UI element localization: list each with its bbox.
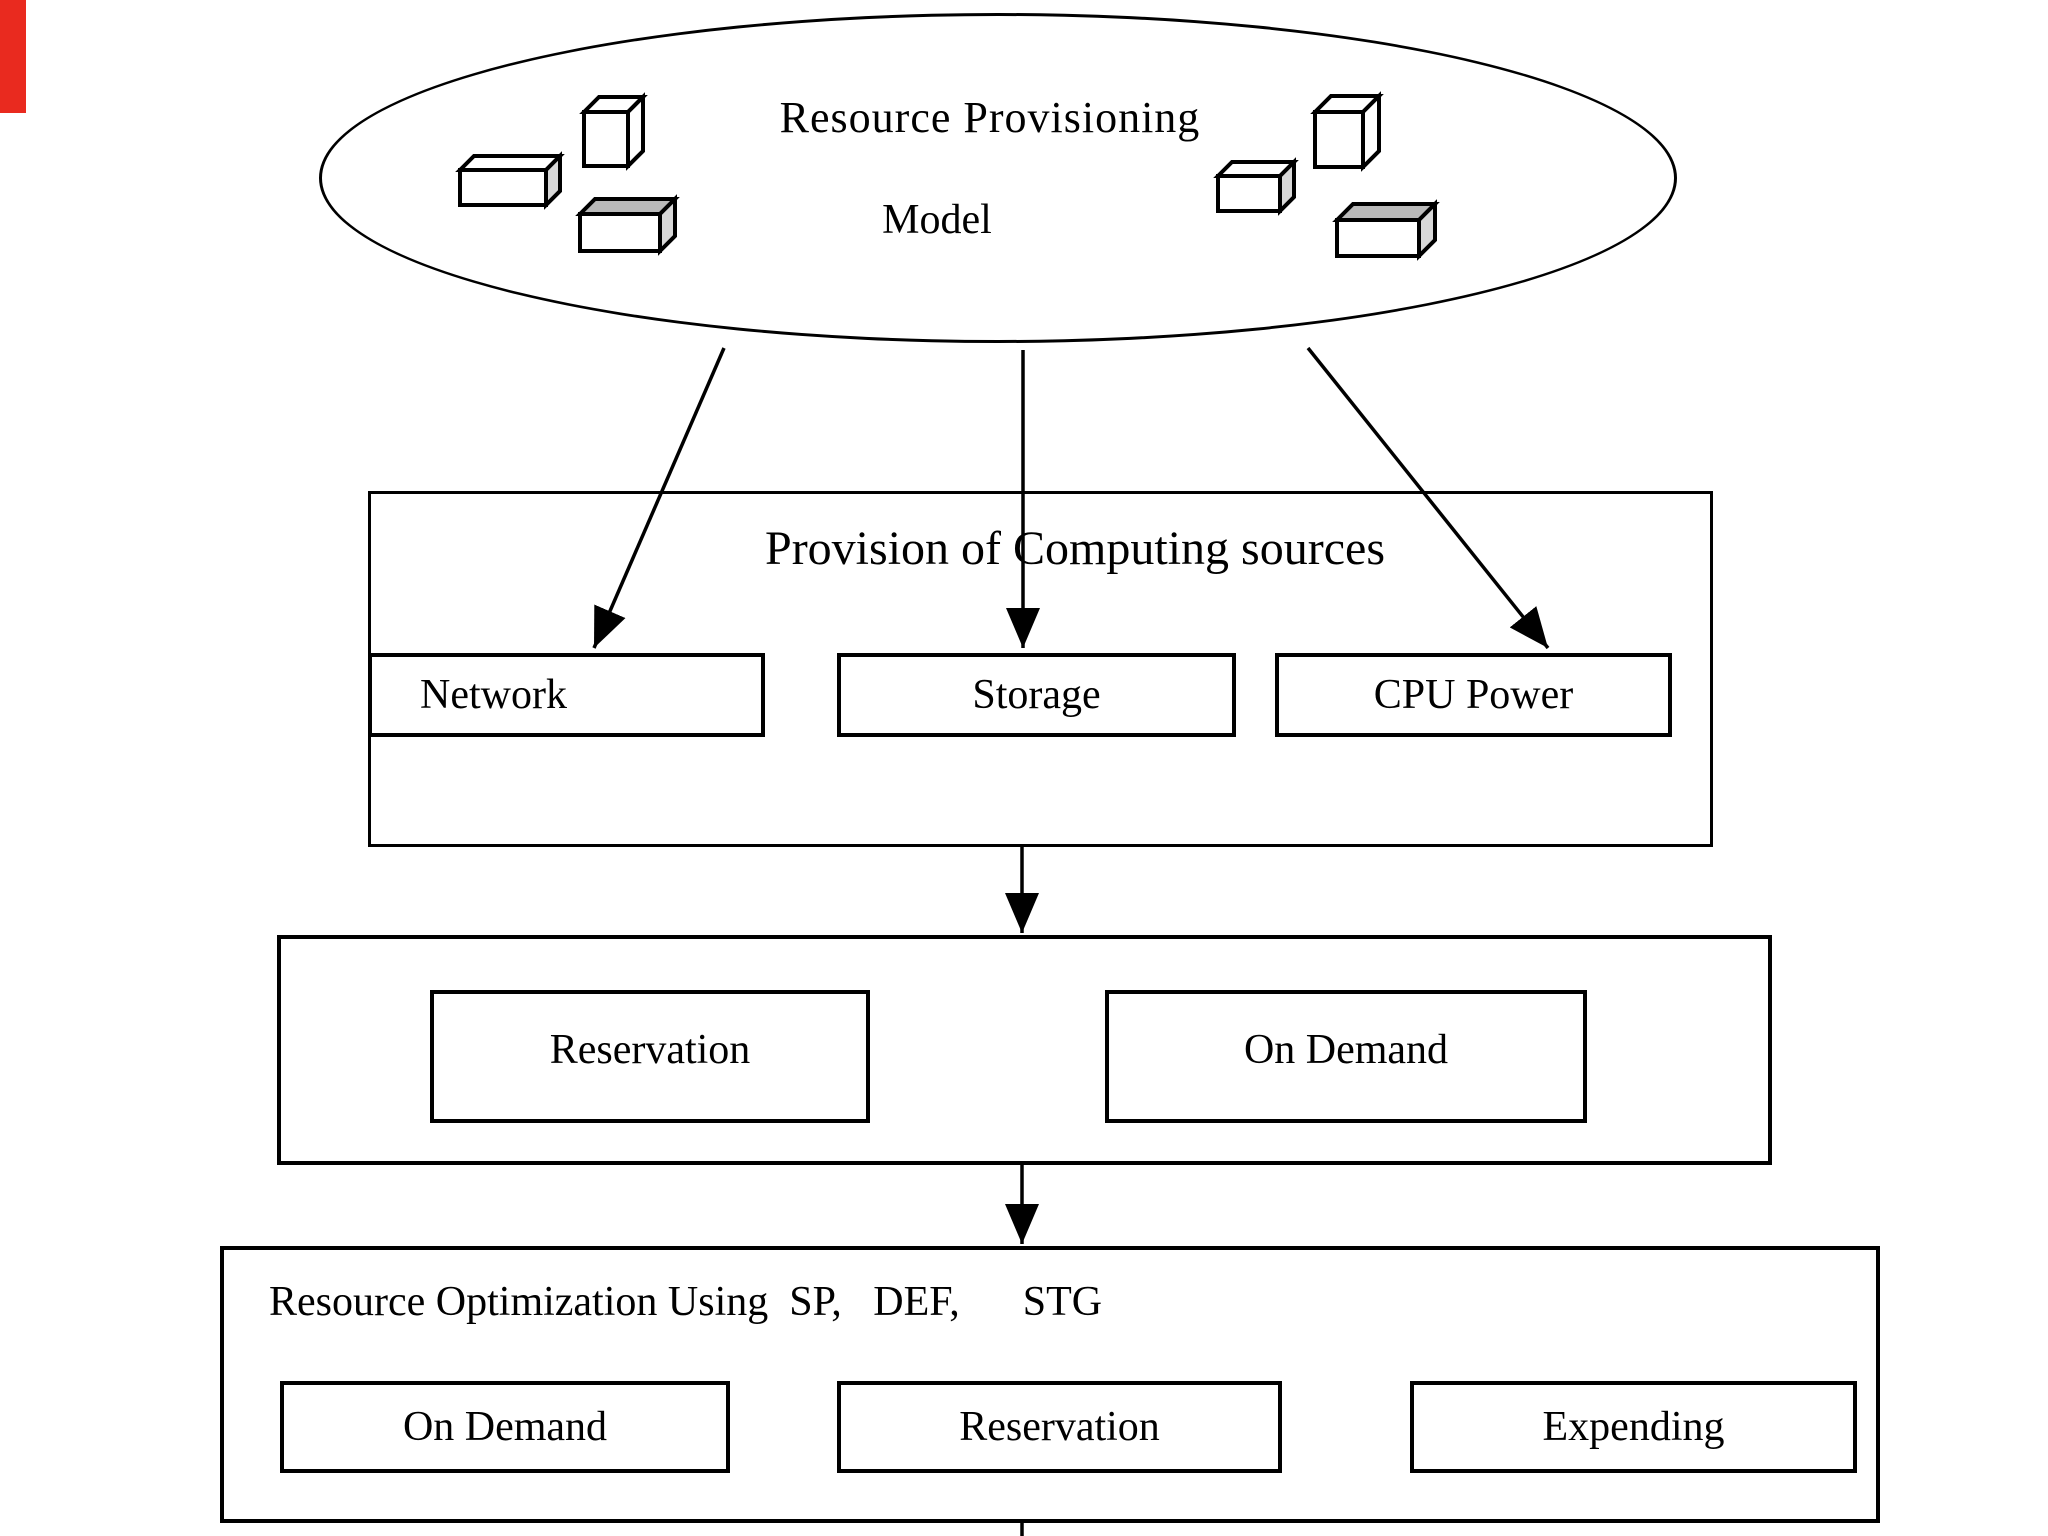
node-optimization-reservation: Reservation [837,1381,1282,1473]
node-optimization-expending: Expending [1410,1381,1857,1473]
resource-provisioning-ellipse [319,13,1677,343]
optimization-box [220,1246,1880,1523]
provision-box-title: Provision of Computing sources [765,522,1385,575]
node-network: Network [368,653,765,737]
allocation-box [277,935,1772,1165]
node-cpu-power: CPU Power [1275,653,1672,737]
optimization-box-title: Resource Optimization Using SP, DEF, STG [269,1279,1103,1325]
red-edge-artifact [0,0,26,113]
arrow-ellipse-to-cpu-power [1306,346,1550,650]
arrow-ellipse-to-network [592,347,726,649]
node-optimization-on-demand: On Demand [280,1381,730,1473]
ellipse-title-line2: Model [882,197,992,243]
node-storage: Storage [837,653,1236,737]
ellipse-title-line1: Resource Provisioning [779,93,1201,142]
node-on-demand: On Demand [1105,990,1587,1123]
node-reservation: Reservation [430,990,870,1123]
